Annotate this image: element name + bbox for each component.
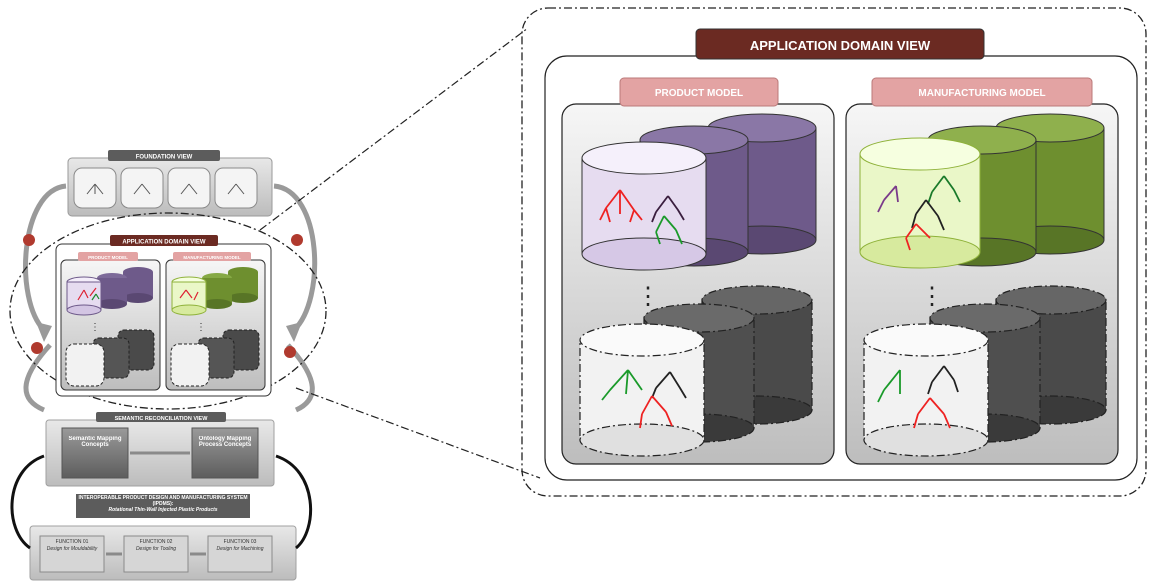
product-model-label: PRODUCT MODEL <box>655 88 743 99</box>
mfg-dark-tree-icon <box>877 365 959 429</box>
semantic-box-left: Semantic Mapping Concepts <box>68 436 122 448</box>
app-domain-title-bg <box>695 28 985 60</box>
mini-ellipsis: ⋮ <box>90 322 100 333</box>
badge-icon <box>291 234 303 246</box>
mfg-model-label: MANUFACTURING MODEL <box>918 88 1045 99</box>
function-id: FUNCTION 02 <box>139 539 173 545</box>
product-ellipsis: ⋮ <box>636 283 660 310</box>
ipdms-box: INTEROPERABLE PRODUCT DESIGN AND MANUFAC… <box>29 494 297 581</box>
mfg-database-cylinders <box>859 113 1105 269</box>
function-text: Design for Mouldability <box>46 545 98 552</box>
overview-arrows <box>23 183 318 413</box>
arrow-head-right <box>286 322 302 342</box>
mini-product-cylinders <box>66 267 153 316</box>
detail-view: APPLICATION DOMAIN VIEW PRODUCT MODEL MA… <box>521 7 1147 497</box>
foundation-view: FOUNDATION VIEW <box>67 150 273 217</box>
arrow-head-left <box>36 322 52 342</box>
semantic-view-label: SEMANTIC RECONCILIATION VIEW <box>115 416 209 422</box>
mfg-model-label-bg <box>871 77 1093 107</box>
mini-product-label: PRODUCT MODEL <box>88 255 128 260</box>
zoom-ellipse <box>9 212 327 410</box>
app-domain-title: APPLICATION DOMAIN VIEW <box>750 38 931 53</box>
mfg-ellipsis: ⋮ <box>920 283 944 310</box>
mfg-dark-cylinders <box>863 285 1107 457</box>
ipdms-subtitle: Rotational Thin-Wall Injected Plastic Pr… <box>108 507 218 513</box>
product-tree-icon <box>599 189 685 245</box>
foundation-view-label: FOUNDATION VIEW <box>136 155 193 161</box>
product-database-cylinders <box>581 113 817 271</box>
badge-icon <box>23 234 35 246</box>
bottom-arrows <box>10 454 313 550</box>
mini-dark-cylinders <box>65 329 260 387</box>
badge-icon <box>284 346 296 358</box>
function-text: Design for Tooling <box>135 545 177 552</box>
mini-ellipsis: ⋮ <box>196 322 206 333</box>
ipdms-title: INTEROPERABLE PRODUCT DESIGN AND MANUFAC… <box>78 495 248 507</box>
function-id: FUNCTION 03 <box>223 539 257 545</box>
mini-app-domain-label: APPLICATION DOMAIN VIEW <box>122 240 206 246</box>
function-text: Design for Machining <box>216 545 264 552</box>
mini-mfg-label: MANUFACTURING MODEL <box>183 255 240 260</box>
badge-icon <box>31 342 43 354</box>
foundation-ontology-icons <box>73 167 258 209</box>
mfg-tree-icon <box>877 175 961 251</box>
semantic-box-right: Ontology Mapping Process Concepts <box>198 436 252 448</box>
product-model-label-bg <box>619 77 779 107</box>
mini-mfg-cylinders <box>171 267 258 316</box>
zoom-connector-lines <box>259 27 541 479</box>
function-id: FUNCTION 01 <box>55 539 89 545</box>
mini-app-domain-view: APPLICATION DOMAIN VIEW PRODUCT MODEL MA… <box>55 235 272 397</box>
semantic-reconciliation-view: SEMANTIC RECONCILIATION VIEW Semantic Ma… <box>45 412 275 487</box>
product-dark-tree-icon <box>601 369 687 429</box>
overview-diagram: FOUNDATION VIEW APPL <box>9 150 327 581</box>
